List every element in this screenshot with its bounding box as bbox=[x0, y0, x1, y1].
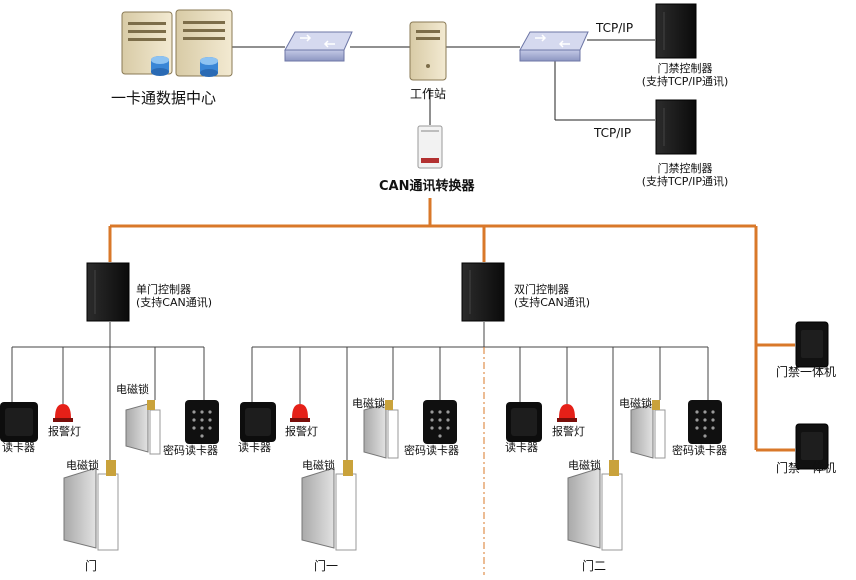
double-controller-name: 双门控制器 bbox=[514, 283, 569, 296]
can-converter-label: CAN通讯转换器 bbox=[379, 179, 475, 194]
integrated-unit-icon bbox=[795, 423, 829, 470]
double-controller-label: 双门控制器 (支持CAN通讯) bbox=[514, 283, 591, 309]
door-label: 门一 bbox=[314, 559, 339, 573]
alarm-light-icon bbox=[53, 404, 73, 422]
server-icon bbox=[175, 9, 233, 77]
magnetic-lock-label: 电磁锁 bbox=[66, 459, 99, 472]
ip-controller-name: 门禁控制器 bbox=[657, 62, 713, 75]
alarm-light-icon bbox=[557, 404, 577, 422]
door-icon bbox=[567, 460, 623, 551]
tcpip-label: TCP/IP bbox=[594, 126, 632, 140]
small-lock-door-icon bbox=[363, 400, 399, 459]
magnetic-lock-label: 电磁锁 bbox=[619, 397, 652, 410]
small-lock-door-icon bbox=[630, 400, 666, 459]
device-wiring bbox=[11, 322, 709, 460]
tcpip-label: TCP/IP bbox=[596, 21, 634, 35]
magnetic-lock-label: 电磁锁 bbox=[352, 397, 385, 410]
keypad-reader-icon bbox=[688, 400, 722, 444]
ip-controller-icon bbox=[655, 99, 697, 155]
keypad-reader-label: 密码读卡器 bbox=[163, 444, 218, 457]
alarm-light-icon bbox=[290, 404, 310, 422]
double-controller-note: (支持CAN通讯) bbox=[514, 295, 591, 309]
single-door-controller-icon bbox=[86, 262, 130, 322]
keypad-reader-label: 密码读卡器 bbox=[404, 444, 459, 457]
server-icon bbox=[121, 11, 173, 76]
door-icon bbox=[301, 460, 357, 551]
integrated-unit-label: 门禁一体机 bbox=[776, 461, 837, 475]
card-reader-icon bbox=[240, 402, 276, 442]
single-controller-name: 单门控制器 bbox=[136, 283, 191, 296]
magnetic-lock-label: 电磁锁 bbox=[568, 459, 601, 472]
integrated-unit-label: 门禁一体机 bbox=[776, 365, 837, 379]
can-converter-icon bbox=[417, 125, 443, 169]
network-switch-icon bbox=[519, 31, 589, 62]
ip-controller-note: (支持TCP/IP通讯) bbox=[641, 74, 729, 88]
ip-controller-name: 门禁控制器 bbox=[657, 162, 713, 175]
alarm-light-label: 报警灯 bbox=[552, 425, 585, 438]
can-bus bbox=[108, 198, 795, 452]
single-controller-note: (支持CAN通讯) bbox=[136, 295, 213, 309]
ip-controller-label: 门禁控制器 (支持TCP/IP通讯) bbox=[630, 162, 740, 188]
keypad-reader-label: 密码读卡器 bbox=[672, 444, 727, 457]
ip-controller-label: 门禁控制器 (支持TCP/IP通讯) bbox=[630, 62, 740, 88]
door-icon bbox=[63, 460, 119, 551]
door-label: 门二 bbox=[582, 559, 607, 573]
data-center-label: 一卡通数据中心 bbox=[111, 89, 217, 107]
alarm-light-label: 报警灯 bbox=[285, 425, 318, 438]
card-reader-icon bbox=[506, 402, 542, 442]
ip-controller-note: (支持TCP/IP通讯) bbox=[641, 174, 729, 188]
network-lines bbox=[232, 39, 655, 125]
workstation-icon bbox=[409, 21, 447, 81]
double-door-controller-icon bbox=[461, 262, 505, 322]
integrated-unit-icon bbox=[795, 321, 829, 368]
card-reader-label: 读卡器 bbox=[505, 441, 538, 454]
keypad-reader-icon bbox=[185, 400, 219, 444]
small-lock-door-icon bbox=[125, 400, 161, 455]
ip-controller-icon bbox=[655, 3, 697, 59]
door-label: 门 bbox=[85, 559, 98, 573]
magnetic-lock-label: 电磁锁 bbox=[302, 459, 335, 472]
alarm-light-label: 报警灯 bbox=[48, 425, 81, 438]
card-reader-icon bbox=[0, 402, 38, 442]
card-reader-label: 读卡器 bbox=[238, 441, 271, 454]
workstation-label: 工作站 bbox=[410, 87, 447, 101]
network-switch-icon bbox=[284, 31, 353, 62]
magnetic-lock-label: 电磁锁 bbox=[116, 383, 149, 396]
keypad-reader-icon bbox=[423, 400, 457, 444]
single-controller-label: 单门控制器 (支持CAN通讯) bbox=[136, 283, 213, 309]
card-reader-label: 读卡器 bbox=[2, 441, 35, 454]
